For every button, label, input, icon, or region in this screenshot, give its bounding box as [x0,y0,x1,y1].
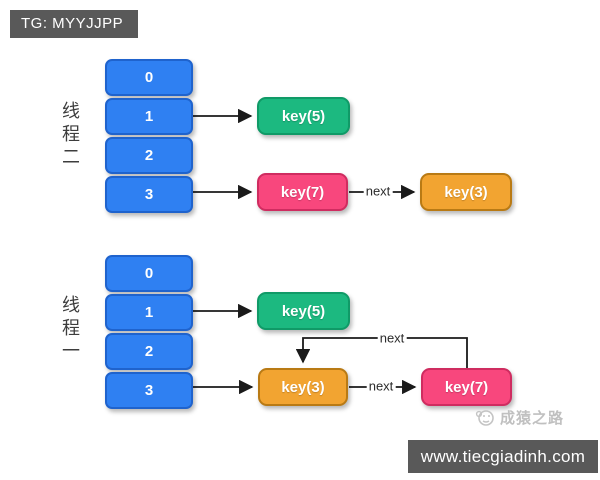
site-watermark: www.tiecgiadinh.com [408,440,598,473]
thread1-next-label: next [366,378,396,394]
watermark-tag: TG: MYYJJPP [10,10,138,38]
brand-watermark: 成猿之路 [474,407,564,428]
thread2-next-label: next [363,183,393,199]
brand-text: 成猿之路 [500,410,565,427]
thread1-label: 线程一 [60,295,80,364]
thread2-bucket-0: 0 [105,59,193,96]
thread1-bucket-0: 0 [105,255,193,292]
thread2-node-key5: key(5) [257,97,350,135]
thread1-bucket-2: 2 [105,333,193,370]
thread1-node-key3: key(3) [258,368,348,406]
thread2-label: 线程二 [60,101,80,170]
thread2-node-key7: key(7) [257,173,348,211]
thread1-loop-next-label: next [377,330,407,346]
thread2-bucket-3: 3 [105,176,193,213]
thread2-bucket-2: 2 [105,137,193,174]
brand-logo-icon [475,409,494,426]
thread1-node-key7: key(7) [421,368,512,406]
thread1-bucket-1: 1 [105,294,193,331]
thread1-bucket-3: 3 [105,372,193,409]
thread1-node-key5: key(5) [257,292,350,330]
thread2-bucket-1: 1 [105,98,193,135]
thread2-node-key3: key(3) [420,173,512,211]
